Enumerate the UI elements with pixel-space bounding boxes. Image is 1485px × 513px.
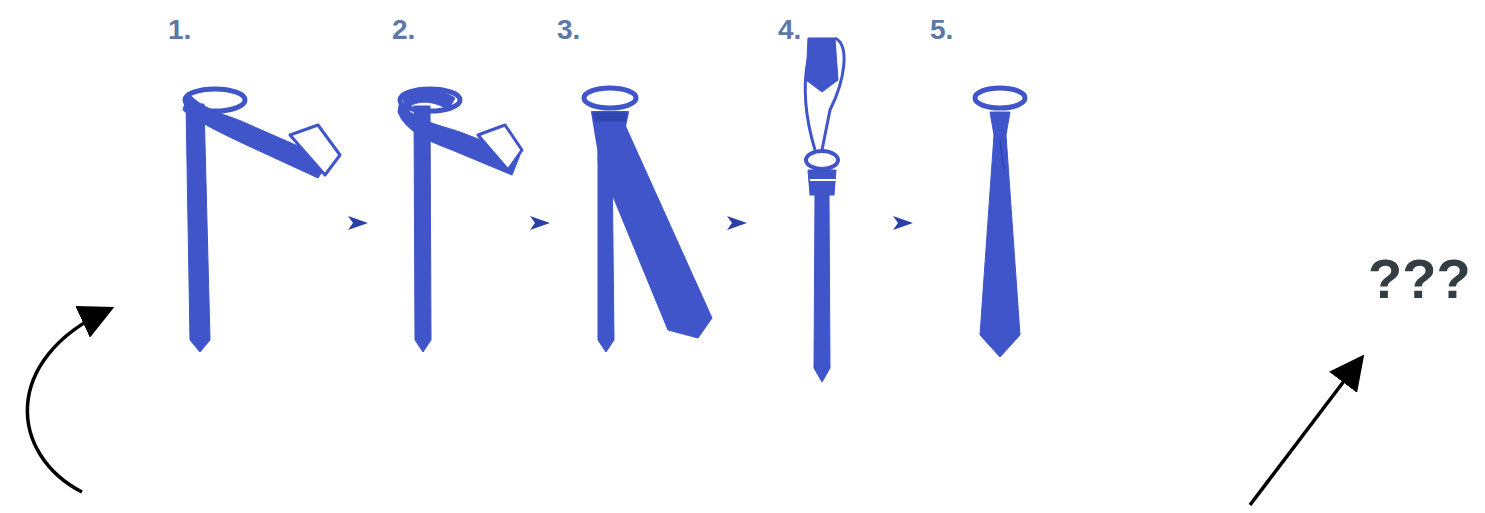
tie-step-4 <box>805 38 844 382</box>
step-number: 1. <box>168 14 191 46</box>
step-number: 3. <box>557 14 580 46</box>
step-number: 2. <box>392 14 415 46</box>
tie-step-5 <box>975 88 1025 357</box>
tie-step-3 <box>584 88 712 352</box>
straight-arrow <box>1250 360 1360 505</box>
step-number: 5. <box>930 14 953 46</box>
question-marks: ??? <box>1368 246 1471 311</box>
step-number: 4. <box>778 14 801 46</box>
curved-arrow <box>27 310 108 492</box>
tie-step-1 <box>183 89 340 352</box>
step-arrowheads <box>348 216 913 230</box>
tie-step-2 <box>398 89 522 352</box>
